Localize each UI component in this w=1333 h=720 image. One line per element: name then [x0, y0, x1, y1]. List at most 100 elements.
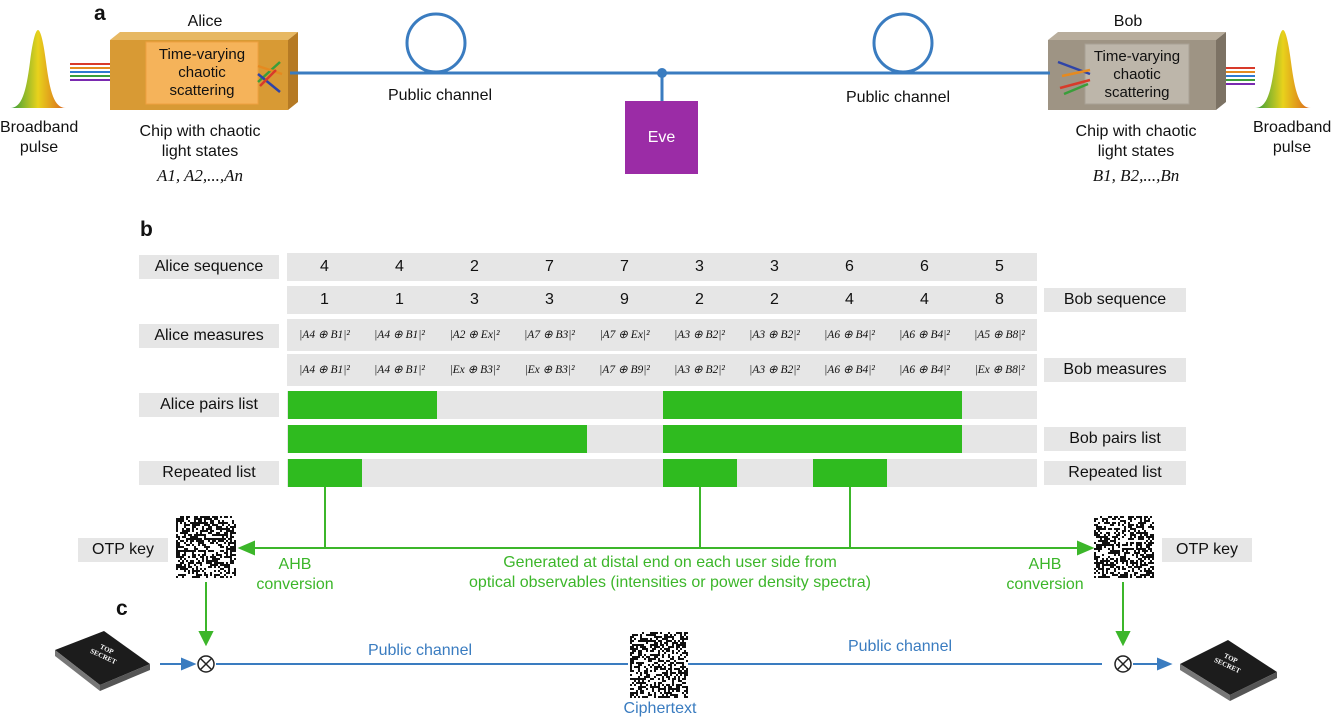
repeated-bar [663, 459, 737, 487]
repeated-bar [813, 459, 887, 487]
bob-sequence-cell: 8 [995, 291, 1004, 308]
broadband-pulse-left-icon [10, 30, 66, 108]
generated-note: Generated at distal end on each user sid… [469, 554, 871, 591]
alice-measure-cell: |A6 ⊕ B4|² [899, 329, 950, 341]
top-secret-book-left-icon [55, 631, 150, 691]
arrow-left-icon [237, 540, 255, 556]
bob-measure-cell: |A3 ⊕ B2|² [749, 364, 800, 376]
repeated-list-right-label: Repeated list [1044, 461, 1186, 485]
alice-sequence-cell: 3 [695, 258, 704, 275]
repeated-bar [288, 459, 362, 487]
bob-sequence-cell: 9 [620, 291, 629, 308]
bob-measures-label: Bob measures [1044, 358, 1186, 382]
repeated-list-left-label: Repeated list [139, 461, 279, 485]
alice-sequence-cell: 7 [620, 258, 629, 275]
eve-label: Eve [647, 129, 676, 146]
bob-sequence-label: Bob sequence [1044, 288, 1186, 312]
bob-chip [1048, 32, 1226, 110]
scattered-arrows-alice-icon [257, 61, 283, 93]
ciphertext-label: Ciphertext [623, 700, 697, 717]
public-channel-label-right: Public channel [845, 89, 951, 106]
otp-key-right-icon [1094, 516, 1154, 578]
alice-measure-cell: |A6 ⊕ B4|² [824, 329, 875, 341]
alice-pair-bar [663, 391, 962, 419]
scattered-arrows-bob-icon [1057, 60, 1091, 96]
alice-sequence-cell: 4 [395, 258, 404, 275]
bob-measure-cell: |A6 ⊕ B4|² [899, 364, 950, 376]
alice-measure-cell: |A3 ⊕ B2|² [674, 329, 725, 341]
alice-sequence-cell: 2 [470, 258, 479, 275]
public-channel-c-left: Public channel [367, 642, 473, 659]
alice-sequence-cell: 6 [845, 258, 854, 275]
panel-a-graphics [10, 12, 1311, 110]
alice-measure-cell: |A3 ⊕ B2|² [749, 329, 800, 341]
alice-sequence-cell: 4 [320, 258, 329, 275]
bob-sequence-cell: 1 [395, 291, 404, 308]
alice-measure-cell: |A2 ⊕ Ex|² [449, 329, 500, 341]
arrow-down-left-icon [198, 631, 214, 647]
otp-key-left-label: OTP key [78, 538, 168, 562]
bob-sequence-cell: 4 [845, 291, 854, 308]
alice-measure-cell: |A4 ⊕ B1|² [374, 329, 425, 341]
bob-measure-cell: |A4 ⊕ B1|² [299, 364, 350, 376]
alice-sequence-row [287, 253, 1037, 281]
bob-pairs-label: Bob pairs list [1044, 427, 1186, 451]
alice-name: Alice [187, 13, 223, 30]
alice-pairs-label: Alice pairs list [139, 393, 279, 417]
alice-measure-cell: |A4 ⊕ B1|² [299, 329, 350, 341]
xor-left-icon [197, 655, 215, 673]
bob-measure-cell: |A4 ⊕ B1|² [374, 364, 425, 376]
bob-states: B1, B2,...,Bn [1092, 166, 1180, 185]
alice-chip [110, 32, 298, 110]
alice-states: A1, A2,...,An [156, 166, 244, 185]
bob-sequence-cell: 3 [470, 291, 479, 308]
bob-sequence-cell: 1 [320, 291, 329, 308]
arrow-right-icon [1077, 540, 1095, 556]
arrow-down-right-icon [1115, 631, 1131, 647]
bob-measure-cell: |Ex ⊕ B8|² [974, 364, 1025, 376]
bob-measure-cell: |Ex ⊕ B3|² [524, 364, 575, 376]
bob-pair-bar [663, 425, 962, 453]
alice-measures-label: Alice measures [139, 324, 279, 348]
bob-sequence-cell: 2 [695, 291, 704, 308]
bob-measure-cell: |A7 ⊕ B9|² [599, 364, 650, 376]
bob-measure-cell: |Ex ⊕ B3|² [449, 364, 500, 376]
bob-sequence-cell: 3 [545, 291, 554, 308]
public-channel-c-right: Public channel [847, 638, 953, 655]
panel-b-letter: b [140, 218, 153, 241]
otp-key-right-label: OTP key [1162, 538, 1252, 562]
eve-box: Eve [625, 101, 698, 174]
bob-sequence-row [287, 286, 1037, 314]
bob-measures-row [287, 354, 1037, 386]
broadband-pulse-right-icon [1255, 30, 1311, 108]
panel-a-letter: a [94, 2, 106, 25]
alice-sequence-label: Alice sequence [139, 255, 279, 279]
alice-measure-cell: |A5 ⊕ B8|² [974, 329, 1025, 341]
public-channel-label-left: Public channel [387, 87, 493, 104]
bob-measure-cell: |A3 ⊕ B2|² [674, 364, 725, 376]
alice-sequence-cell: 3 [770, 258, 779, 275]
ciphertext-icon [630, 632, 688, 698]
bob-pair-bar [288, 425, 587, 453]
alice-chip-text: Time-varying chaotic scattering [158, 46, 246, 99]
otp-key-left-icon [176, 516, 236, 578]
alice-measure-cell: |A7 ⊕ Ex|² [599, 329, 650, 341]
alice-measures-row [287, 319, 1037, 351]
xor-right-icon [1114, 655, 1132, 673]
alice-pair-bar [288, 391, 437, 419]
bob-measure-cell: |A6 ⊕ B4|² [824, 364, 875, 376]
panel-c-letter: c [116, 597, 128, 620]
public-channel-fiber [290, 12, 1050, 75]
bob-name: Bob [1113, 13, 1143, 30]
alice-sequence-cell: 5 [995, 258, 1004, 275]
alice-measure-cell: |A7 ⊕ B3|² [524, 329, 575, 341]
bob-sequence-cell: 4 [920, 291, 929, 308]
